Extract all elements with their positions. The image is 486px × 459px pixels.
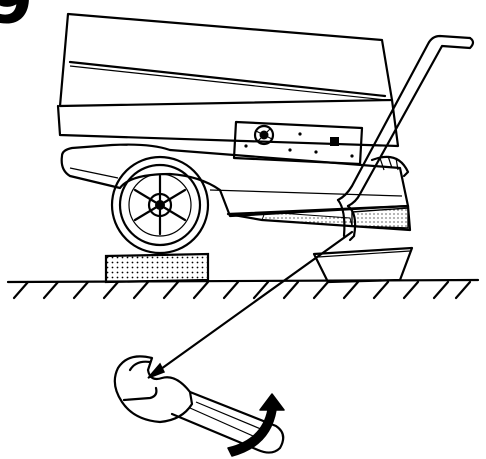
drain-tray-icon (312, 246, 414, 284)
ground-line-icon (6, 278, 480, 300)
chock-block-icon (104, 252, 210, 284)
heater-body-icon (56, 12, 412, 232)
wrench-icon (113, 355, 285, 454)
wheel-icon (110, 155, 210, 255)
control-panel-icon (232, 120, 364, 166)
leader-arrow (147, 230, 354, 379)
handle-icon (336, 34, 475, 242)
rotation-arrow-icon (227, 393, 285, 457)
page-corner-mark: 9 (0, 0, 33, 38)
